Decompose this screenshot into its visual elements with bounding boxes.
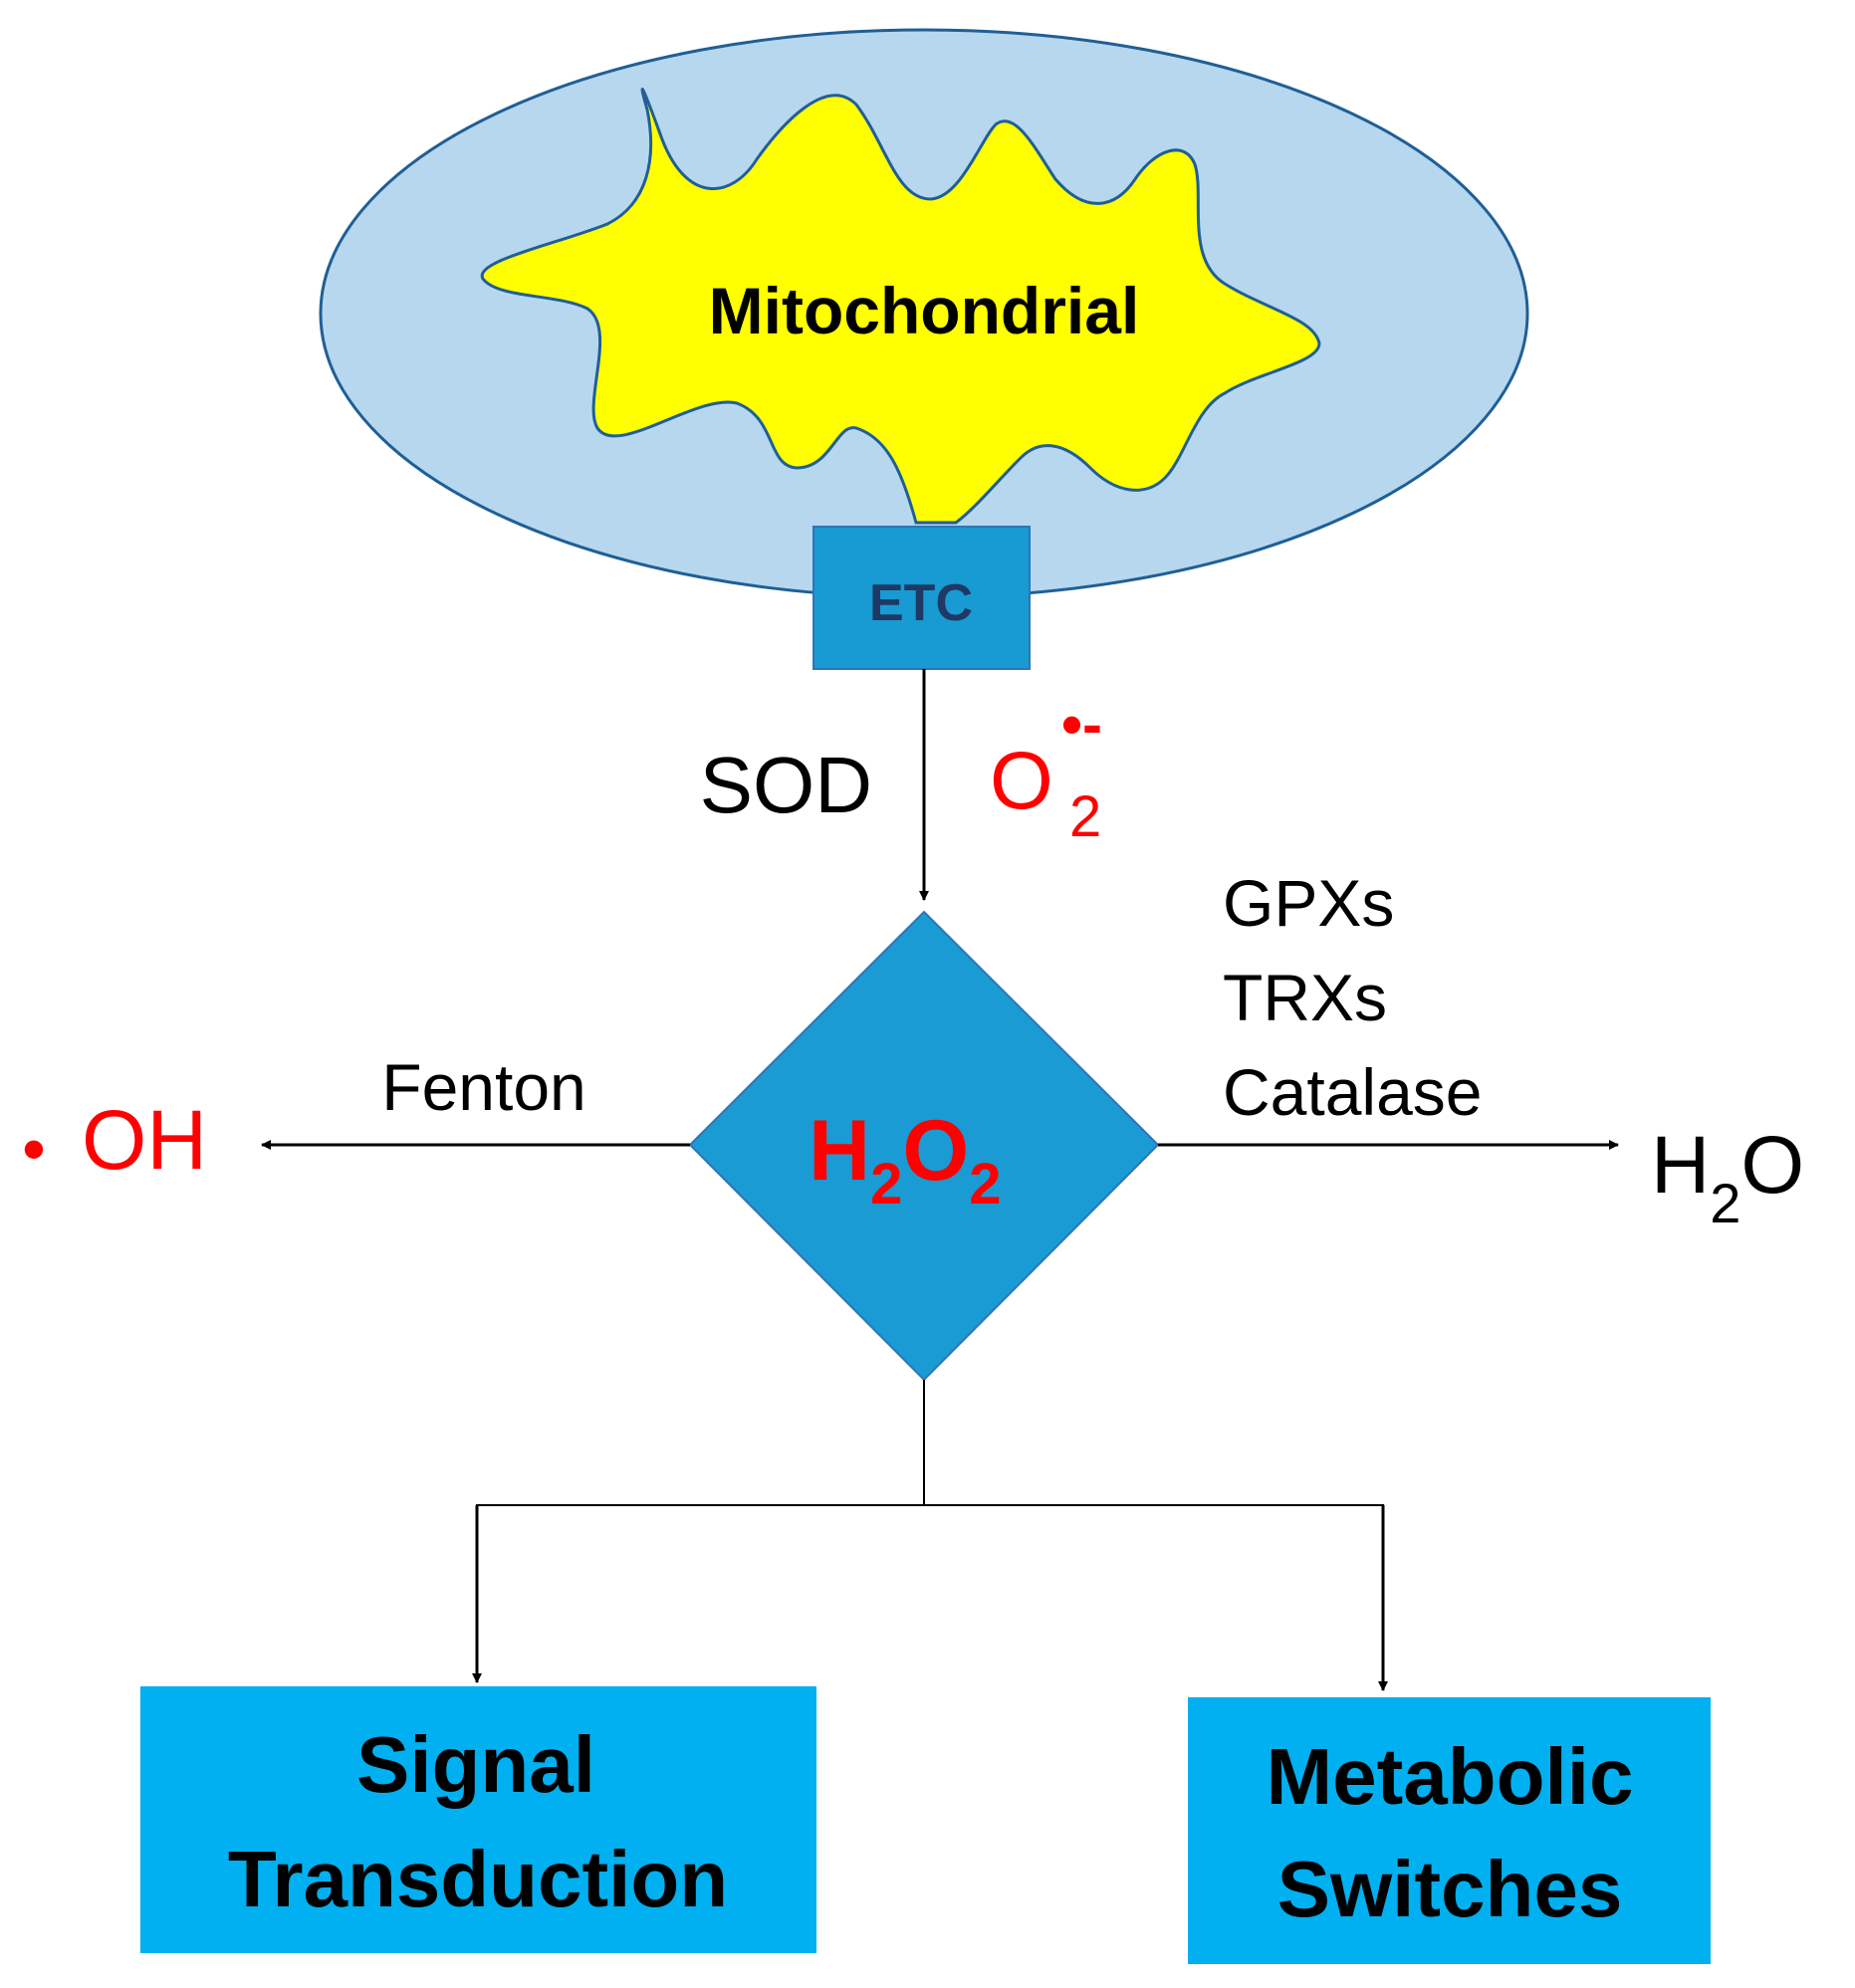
gpxs-label: GPXs bbox=[1223, 866, 1394, 940]
water-o: O bbox=[1740, 1120, 1804, 1211]
metabolic-switches-line1: Metabolic bbox=[1267, 1732, 1634, 1821]
water-h: H bbox=[1651, 1120, 1710, 1211]
superoxide-subscript: 2 bbox=[1069, 784, 1101, 849]
signal-transduction-line2: Transduction bbox=[228, 1835, 728, 1923]
h2o2-label: H2O2 bbox=[809, 1103, 1002, 1216]
mitochondrion-cristae bbox=[480, 88, 1321, 525]
catalase-label: Catalase bbox=[1223, 1055, 1483, 1129]
h2o2-sub1: 2 bbox=[870, 1152, 902, 1216]
water-label: H2O bbox=[1651, 1120, 1804, 1234]
hydroxyl-dot: • bbox=[23, 1113, 45, 1185]
h2o2-h: H bbox=[809, 1103, 870, 1199]
h2o2-o: O bbox=[902, 1103, 969, 1199]
signal-transduction-line1: Signal bbox=[356, 1720, 595, 1809]
mitochondrial-label: Mitochondrial bbox=[709, 274, 1140, 347]
sod-label: SOD bbox=[700, 741, 872, 829]
etc-label: ETC bbox=[869, 574, 973, 632]
etc-box bbox=[812, 526, 1031, 670]
water-sub: 2 bbox=[1710, 1172, 1740, 1234]
superoxide-superscript: •- bbox=[1061, 691, 1102, 758]
superoxide-base: O bbox=[990, 736, 1053, 826]
signal-transduction-box bbox=[140, 1686, 816, 1953]
svg-text:H2O2: H2O2 bbox=[809, 1103, 1002, 1216]
svg-text:H2O: H2O bbox=[1651, 1120, 1804, 1234]
h2o2-sub2: 2 bbox=[969, 1152, 1001, 1216]
trxs-label: TRXs bbox=[1223, 961, 1387, 1034]
fenton-label: Fenton bbox=[381, 1050, 585, 1124]
metabolic-switches-box bbox=[1188, 1697, 1711, 1964]
metabolic-switches-line2: Switches bbox=[1277, 1845, 1623, 1933]
superoxide-label: O 2 •- bbox=[990, 691, 1102, 849]
hydroxyl-label: OH bbox=[82, 1093, 207, 1187]
